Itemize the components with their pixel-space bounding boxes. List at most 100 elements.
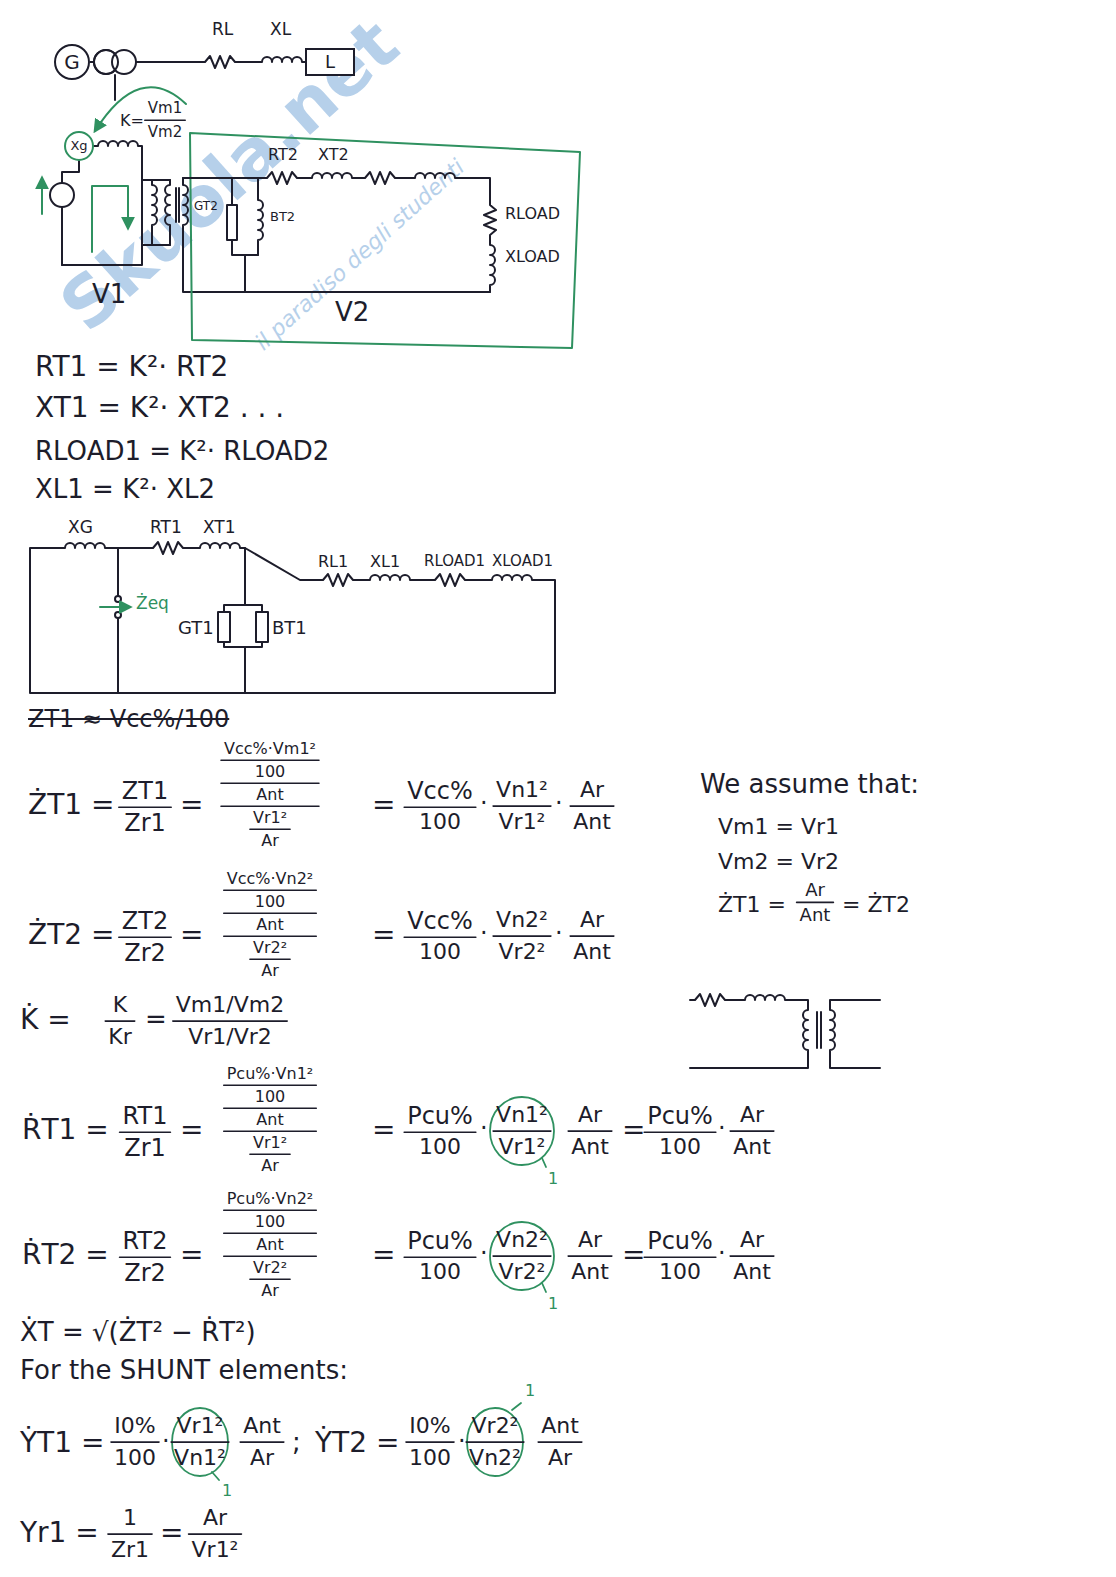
equation-text: = [372, 920, 395, 951]
fraction-bar [493, 1130, 551, 1132]
circuit-label: Ar [261, 962, 279, 980]
circuit-label: Ar [261, 832, 279, 850]
circuit-label: = ŻT2 [842, 893, 910, 917]
equation-text: RLOAD1 = K²· RLOAD2 [35, 437, 329, 466]
equation-text: ẎT2 = [315, 1428, 399, 1459]
fraction-bar [171, 1441, 229, 1443]
fraction-bar [568, 1130, 612, 1132]
green-tick [212, 1472, 219, 1480]
transformer-sketch [690, 994, 808, 1068]
equation-text: = [372, 1115, 395, 1146]
equation-text: ZT2 [122, 908, 168, 934]
circuit-label: Vr1² [177, 1414, 224, 1438]
equation-text: = [180, 1115, 203, 1146]
circuit-label: 100 [255, 1088, 286, 1106]
susceptance-symbol [256, 612, 268, 642]
fraction-bar [224, 889, 317, 891]
equation-text: · [718, 1240, 726, 1266]
terminal [115, 596, 121, 602]
transformer-core [817, 1012, 821, 1048]
conductance-symbol [218, 612, 230, 642]
circuit-label: K= [120, 112, 144, 130]
fraction-bar [250, 1278, 290, 1280]
circuit-label: 1 [123, 1506, 137, 1530]
circuit-label: GT1 [178, 618, 214, 638]
fraction-bar [730, 1255, 774, 1257]
fraction-bar [224, 1130, 317, 1132]
wire [61, 207, 63, 265]
fraction-bar [189, 1533, 242, 1535]
fraction-bar [108, 1533, 152, 1535]
fraction-bar [120, 1131, 171, 1133]
equation-text: ẎT1 = [20, 1428, 104, 1459]
fraction-bar [570, 935, 614, 937]
equivalent-circuit [30, 542, 555, 693]
circuit-label: Vr1² [192, 1538, 239, 1562]
fraction-bar [250, 828, 290, 830]
circuit-label: Vr1² [253, 1134, 287, 1152]
green-circle [172, 1408, 228, 1476]
susceptance-symbol [258, 178, 263, 255]
equation-text: ṘT2 = [22, 1240, 109, 1271]
fraction-bar [221, 782, 319, 784]
equation-text: = [372, 1240, 395, 1271]
circuit-label: 100 [659, 1135, 701, 1159]
circuit-label: Ar [261, 1282, 279, 1300]
mask [200, 54, 240, 70]
fraction-bar [224, 1107, 317, 1109]
circuit-label: Ar [580, 778, 604, 802]
circuit-label: Vm2 [148, 124, 182, 141]
inductor-symbol [262, 57, 305, 62]
fraction-bar [644, 1256, 716, 1258]
green-circle [490, 1097, 554, 1165]
equation-text: XT1 = K²· XT2 . . . [35, 393, 284, 424]
equation-text: = [622, 1115, 645, 1146]
fraction-bar [224, 1255, 317, 1257]
fraction-bar [240, 1441, 284, 1443]
fraction-bar [173, 1020, 287, 1022]
circuit-label: Ant [571, 1135, 609, 1159]
fraction-bar [466, 1441, 524, 1443]
fraction-bar [406, 1441, 454, 1443]
fraction-bar [493, 1255, 551, 1257]
equation-text: V1 [92, 280, 126, 309]
transformer-sketch [830, 1000, 880, 1068]
circuit-label: RT2 [268, 146, 298, 164]
circuit-label: Vn1² [496, 778, 548, 802]
equation-text: = [180, 920, 203, 951]
fraction-bar [797, 902, 834, 904]
circuit-label: 1 [548, 1295, 558, 1313]
circuit-label: XLOAD [505, 248, 560, 266]
circuit-label: Vcc%·Vm1² [224, 740, 316, 758]
equation-text: ŻT1 = [28, 790, 114, 821]
circuit-label: Vr1² [499, 810, 546, 834]
equation-text: Yr1 = [20, 1518, 99, 1549]
circle-node: Xg [64, 131, 94, 161]
circuit-label: XT1 [203, 518, 236, 537]
circuit-label: XLOAD1 [492, 553, 553, 570]
circuit-label: GT2 [194, 200, 218, 213]
circuit-label: Vm1/Vm2 [176, 993, 284, 1017]
equation-text: · [458, 1428, 466, 1454]
circuit-label: RL1 [318, 553, 348, 571]
box-node: L [305, 48, 355, 76]
fraction-bar [568, 1255, 612, 1257]
circuit-label: K [113, 993, 127, 1017]
green-tick [542, 1283, 546, 1292]
terminal [115, 612, 121, 618]
equation-text: Zr1 [124, 1135, 166, 1161]
circuit-label: Ant [800, 905, 831, 925]
equation-text: Vcc% [407, 908, 473, 934]
equation-text: · [480, 920, 488, 946]
circuit-label: Vm1 [148, 100, 182, 117]
equation-text: · [162, 1428, 170, 1454]
circuit-label: 100 [114, 1446, 156, 1470]
circuit-label: Vr2² [499, 940, 546, 964]
fraction-bar [493, 805, 551, 807]
circuit-label: 100 [419, 940, 461, 964]
fraction-bar [250, 1153, 290, 1155]
equation-text: · [555, 920, 563, 946]
circuit-label: 100 [255, 893, 286, 911]
circuit-label: Ar [578, 1103, 602, 1127]
circuit-label: Ar [740, 1228, 764, 1252]
